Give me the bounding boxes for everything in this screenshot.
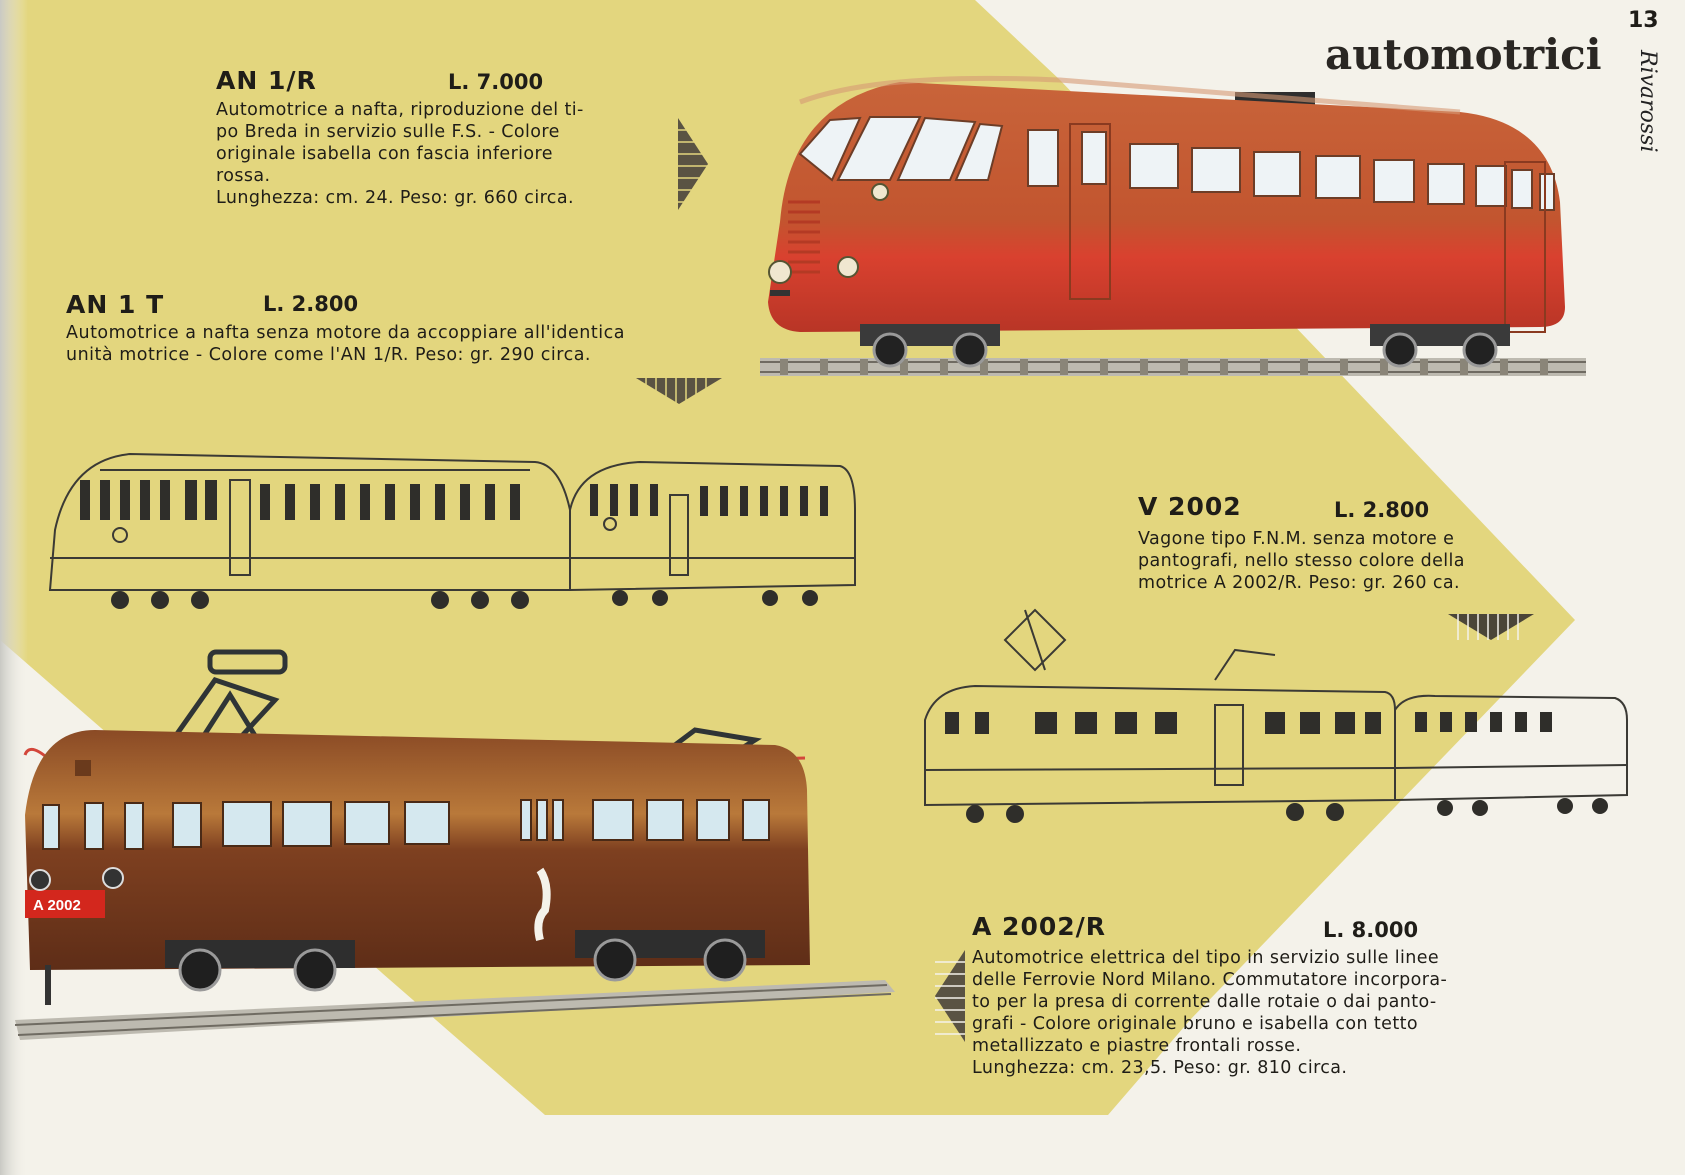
- arrow-down-icon: [1448, 614, 1534, 640]
- desc-line: Automotrice elettrica del tipo in serviz…: [972, 948, 1440, 968]
- arrow-right-icon: [678, 118, 708, 210]
- desc-line: pantografi, nello stesso colore della: [1138, 551, 1465, 571]
- desc-line: motrice A 2002/R. Peso: gr. 260 ca.: [1138, 573, 1460, 593]
- product-desc-an1t: Automotrice a nafta senza motore da acco…: [66, 322, 733, 366]
- desc-line: Lunghezza: cm. 24. Peso: gr. 660 circa.: [216, 188, 574, 208]
- desc-line: originale isabella con fascia inferiore: [216, 144, 553, 164]
- product-price-an1r: L. 7.000: [448, 70, 544, 94]
- desc-line: metallizzato e piastre frontali rosse.: [972, 1036, 1302, 1056]
- product-desc-an1r: Automotrice a nafta, riproduzione del ti…: [216, 99, 666, 209]
- desc-line: Automotrice a nafta, riproduzione del ti…: [216, 100, 584, 120]
- product-code-an1r: AN 1/R: [216, 66, 317, 95]
- product-price-an1t: L. 2.800: [263, 292, 359, 316]
- product-price-a2002r: L. 8.000: [1323, 918, 1419, 942]
- page-number: 13: [1628, 8, 1659, 33]
- product-code-a2002r: A 2002/R: [972, 912, 1107, 941]
- product-code-an1t: AN 1 T: [66, 290, 165, 319]
- section-title: automotrici: [1325, 30, 1602, 79]
- drawing-an1r-an1t: [48, 452, 856, 609]
- drawing-a2002r-v2002: [924, 608, 1628, 823]
- desc-line: delle Ferrovie Nord Milano. Commutatore …: [972, 970, 1448, 990]
- number-plate: A 2002: [33, 897, 81, 914]
- arrow-down-icon: [636, 378, 722, 404]
- desc-line: Vagone tipo F.N.M. senza motore e: [1138, 529, 1455, 549]
- desc-line: po Breda in servizio sulle F.S. - Colore: [216, 122, 560, 142]
- desc-line: to per la presa di corrente dalle rotaie…: [972, 992, 1437, 1012]
- product-price-v2002: L. 2.800: [1334, 498, 1430, 522]
- photo-an1r-railcar: [760, 75, 1586, 376]
- desc-line: grafi - Colore originale bruno e isabell…: [972, 1014, 1418, 1034]
- product-desc-v2002: Vagone tipo F.N.M. senza motore e pantog…: [1138, 528, 1540, 594]
- arrow-left-icon: [935, 950, 965, 1042]
- photo-a2002r-railcar: A 2002: [15, 649, 895, 1040]
- desc-line: Automotrice a nafta senza motore da acco…: [66, 323, 625, 343]
- desc-line: Lunghezza: cm. 23,5. Peso: gr. 810 circa…: [972, 1058, 1348, 1078]
- brand-script-logo: Rivarossi: [1635, 50, 1660, 153]
- product-code-v2002: V 2002: [1138, 492, 1242, 521]
- desc-line: unità motrice - Colore come l'AN 1/R. Pe…: [66, 345, 591, 365]
- desc-line: rossa.: [216, 166, 271, 186]
- product-desc-a2002r: Automotrice elettrica del tipo in serviz…: [972, 947, 1554, 1079]
